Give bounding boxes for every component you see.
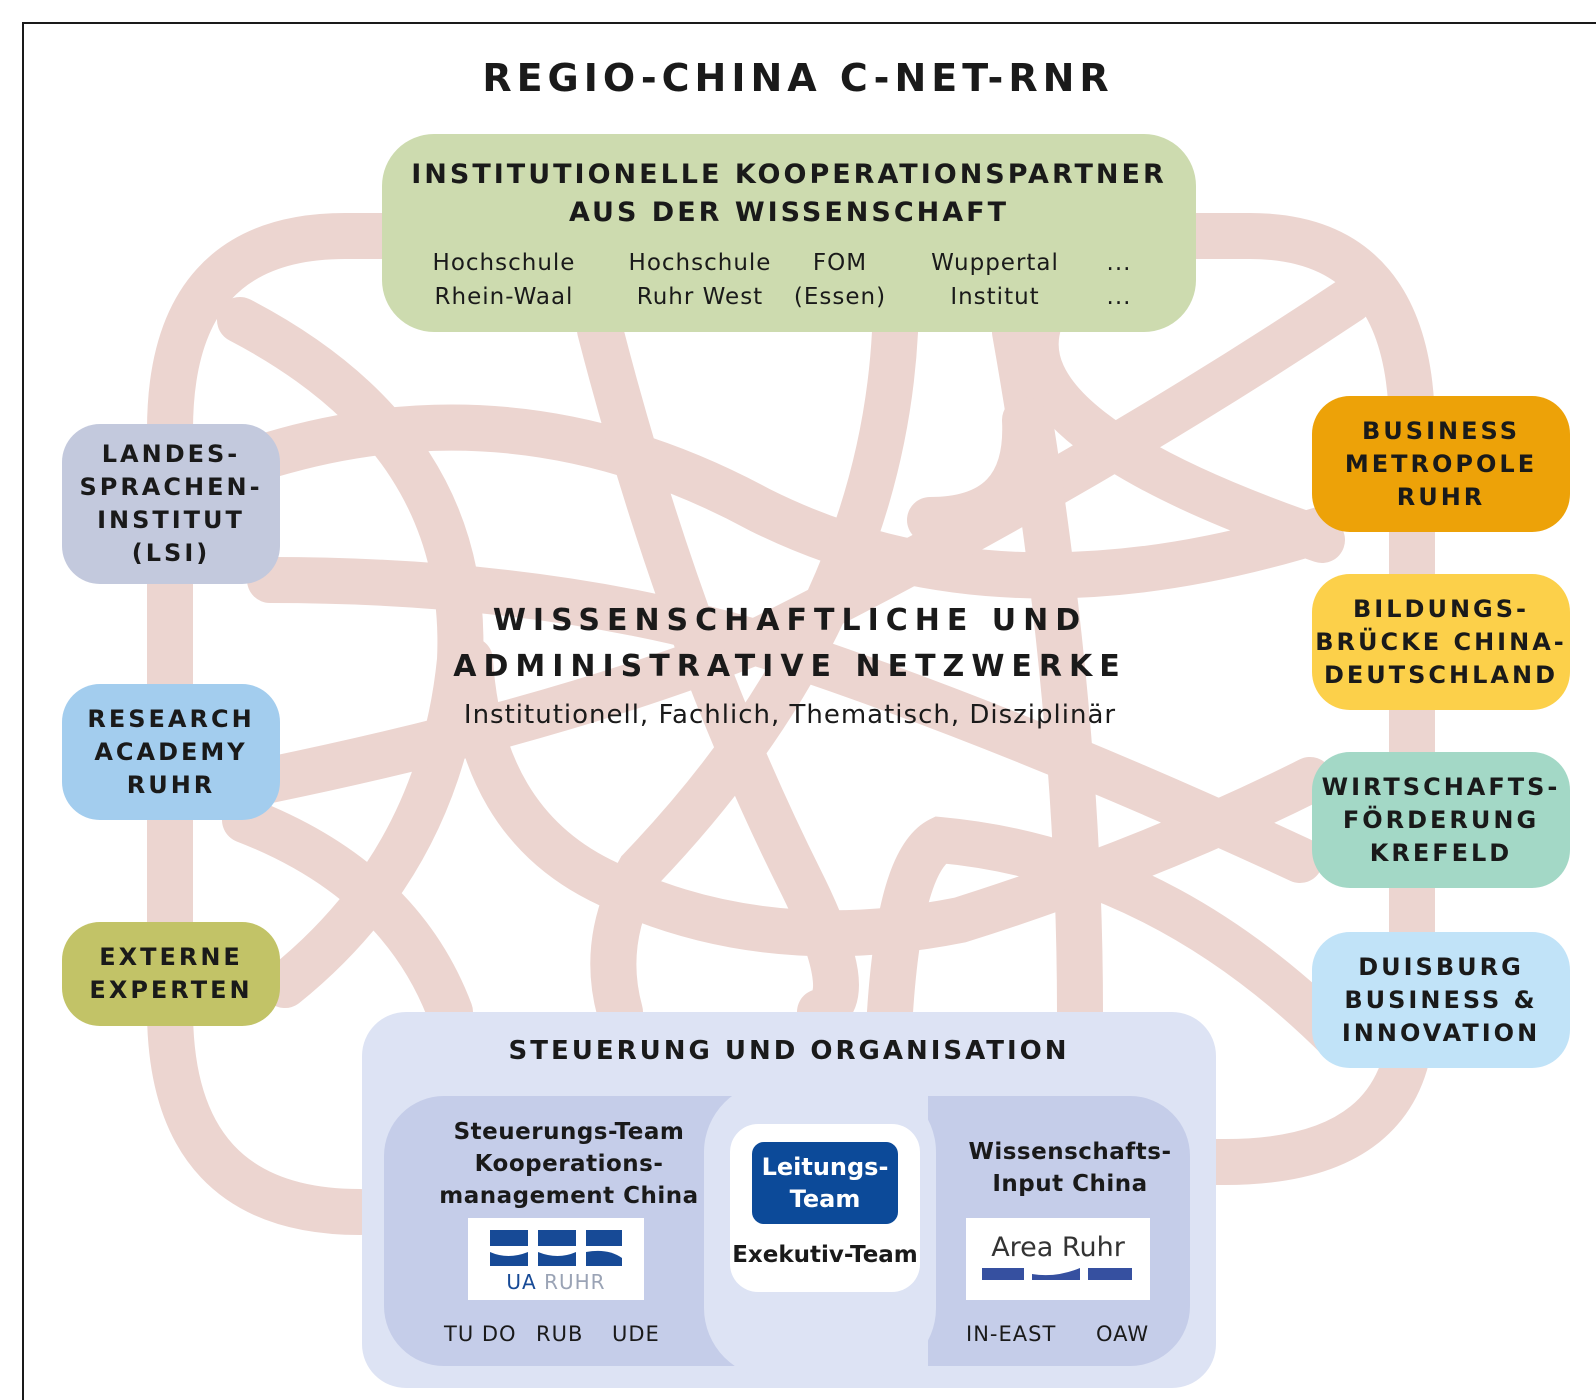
science-input-title: Wissenschafts- Input China: [968, 1139, 1172, 1197]
leitungs-team-badge: Leitungs- Team: [752, 1142, 898, 1224]
ua-ruhr-logo-text: UA RUHR: [506, 1270, 606, 1294]
cooperation-heading-line2: AUS DER WISSENSCHAFT: [568, 197, 1010, 228]
member-ude: UDE: [612, 1322, 660, 1346]
institution-more: ... ...: [1106, 250, 1132, 310]
institution-hochschule-ruhr-west: Hochschule Ruhr West: [628, 250, 772, 310]
node-wirtschaftsfoerderung-krefeld: WIRTSCHAFTS- FÖRDERUNG KREFELD: [1312, 752, 1570, 888]
institution-fom-essen: FOM (Essen): [793, 250, 887, 310]
ua-ruhr-logo-mark: [490, 1230, 622, 1266]
node-bildungsbruecke: BILDUNGS- BRÜCKE CHINA- DEUTSCHLAND: [1312, 574, 1570, 710]
networks-subtitle: Institutionell, Fachlich, Thematisch, Di…: [463, 700, 1117, 730]
area-ruhr-logo-text: Area Ruhr: [991, 1232, 1125, 1263]
steering-team-panel: Steuerungs-Team Kooperations- management…: [384, 1096, 754, 1366]
ua-ruhr-logo: UA RUHR: [468, 1218, 644, 1300]
exekutiv-team-label: Exekutiv-Team: [732, 1242, 918, 1268]
institution-hochschule-rhein-waal: Hochschule Rhein-Waal: [432, 250, 576, 310]
member-tu-do: TU DO: [444, 1322, 517, 1346]
node-externe-experten: EXTERNE EXPERTEN: [62, 922, 280, 1026]
node-landessprachen-institut: LANDES- SPRACHEN- INSTITUT (LSI): [62, 424, 280, 584]
member-in-east: IN-EAST: [966, 1322, 1057, 1346]
institution-wuppertal-institut: Wuppertal Institut: [931, 250, 1059, 310]
diagram-frame: [22, 22, 1596, 1400]
steering-organisation-heading: STEUERUNG UND ORGANISATION: [508, 1036, 1070, 1066]
steering-team-title: Steuerungs-Team Kooperations- management…: [439, 1119, 699, 1209]
member-rub: RUB: [536, 1322, 584, 1346]
cooperation-heading-line1: INSTITUTIONELLE KOOPERATIONSPARTNER: [411, 159, 1167, 190]
area-ruhr-logo: Area Ruhr: [966, 1218, 1150, 1300]
node-research-academy-ruhr: RESEARCH ACADEMY RUHR: [62, 684, 280, 820]
science-input-panel: Wissenschafts- Input China Area Ruhr IN-…: [928, 1096, 1190, 1366]
diagram-title: REGIO-CHINA C-NET-RNR: [482, 56, 1114, 100]
cooperation-partners-heading: INSTITUTIONELLE KOOPERATIONSPARTNER AUS …: [382, 156, 1196, 232]
member-oaw: OAW: [1096, 1322, 1150, 1346]
networks-heading: WISSENSCHAFTLICHE UND ADMINISTRATIVE NET…: [453, 603, 1127, 684]
area-ruhr-logo-mark: [982, 1268, 1132, 1280]
steering-organisation-box: STEUERUNG UND ORGANISATION Steuerungs-Te…: [362, 1012, 1216, 1388]
executive-team-card: Leitungs- Team Exekutiv-Team: [730, 1124, 920, 1292]
node-duisburg-business-innovation: DUISBURG BUSINESS & INNOVATION: [1312, 932, 1570, 1068]
node-business-metropole-ruhr: BUSINESS METROPOLE RUHR: [1312, 396, 1570, 532]
cooperation-partners-box: INSTITUTIONELLE KOOPERATIONSPARTNER AUS …: [382, 134, 1196, 332]
